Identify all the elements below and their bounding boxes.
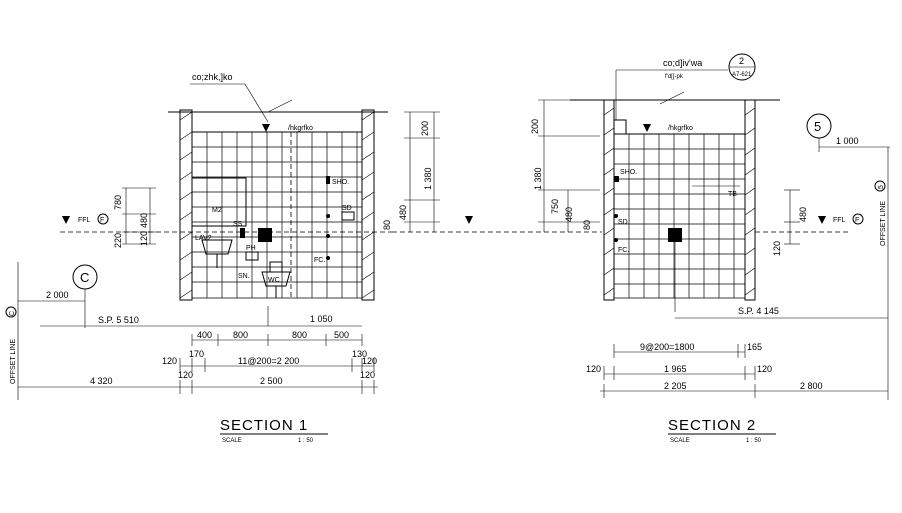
- offset-tag-1: C: [9, 311, 16, 316]
- right-wall: [361, 109, 375, 301]
- label-sn: SN.: [238, 273, 250, 280]
- label-lav2: LAV2: [195, 235, 212, 242]
- left-wall-2: [603, 99, 615, 301]
- label-ss: SS: [233, 221, 243, 228]
- label-sd-2: SD.: [618, 219, 630, 226]
- dim-sp-1: S.P. 5 510: [98, 315, 139, 325]
- dim-2500: 2 500: [260, 376, 283, 386]
- dim-130: 130: [352, 349, 367, 359]
- dim-mid-80: 80: [382, 220, 392, 230]
- callout-top-2: co;d]iv'wa: [663, 58, 702, 68]
- scale-value-1: 1 : 50: [298, 438, 314, 444]
- dim-170: 170: [189, 349, 204, 359]
- dim2-200: 200: [530, 119, 540, 134]
- ffl-label-1: FFL: [78, 217, 91, 224]
- right-wall-2: [744, 99, 756, 301]
- mirror: [191, 177, 247, 227]
- dim2-r120: 120: [772, 241, 782, 256]
- dim-1050: 1 050: [310, 314, 333, 324]
- dim-480: 480: [139, 213, 149, 228]
- scale-label-2: SCALE: [670, 438, 690, 444]
- dim-sp-2: S.P. 4 145: [738, 306, 779, 316]
- wall-hatch: [179, 111, 375, 299]
- label-wc: WC: [268, 277, 280, 284]
- ceiling-label-2: /hkgrfko: [668, 125, 693, 132]
- dim-120b: 120: [362, 356, 377, 366]
- offset-tag-2: 5: [878, 185, 885, 189]
- dim-780: 780: [113, 195, 123, 210]
- dim2-750: 750: [550, 199, 560, 214]
- label-sho-2: SHO.: [620, 169, 637, 176]
- dim-120c: 120: [178, 370, 193, 380]
- label-fc-2: FC.: [618, 247, 629, 254]
- dim-4320: 4 320: [90, 376, 113, 386]
- dim-800b: 800: [292, 330, 307, 340]
- dim-1965: 1 965: [664, 364, 687, 374]
- label-m2: M2: [212, 207, 222, 214]
- dim-2000: 2 000: [46, 290, 69, 300]
- ffl-label-2: FFL: [833, 217, 846, 224]
- dim-500: 500: [334, 330, 349, 340]
- dim-165: 165: [747, 342, 762, 352]
- label-fc: FC.: [314, 257, 325, 264]
- tile-grid-2: [613, 134, 745, 299]
- dim-2205: 2 205: [664, 381, 687, 391]
- section-2: /hkgrfko co;d]iv'wa f'd[[-pk 2 A7-621 SH…: [530, 53, 890, 444]
- label-ph: PH: [246, 245, 256, 252]
- offset-line-1: OFFSET LINE: [10, 339, 17, 384]
- callout-sub-2: f'd[[-pk: [665, 74, 684, 80]
- callout-num-2: 2: [739, 56, 744, 66]
- dim-mid-200: 200: [420, 121, 430, 136]
- dim-400: 400: [197, 330, 212, 340]
- label-sho: SHO.: [332, 179, 349, 186]
- ffl-tag-2: F: [855, 217, 859, 224]
- dim-2800: 2 800: [800, 381, 823, 391]
- offset-line-2: OFFSET LINE: [880, 201, 887, 246]
- dim2-120a: 120: [586, 364, 601, 374]
- mid-dims: 200 1 380 480 80: [382, 111, 602, 233]
- section-1-title: SECTION 1: [220, 417, 308, 434]
- floor-drain-box: [258, 228, 272, 242]
- label-sd: SD: [342, 205, 352, 212]
- dim2-1380: 1 380: [533, 167, 543, 190]
- dim2-r480: 480: [798, 207, 808, 222]
- dim-mid-480: 480: [398, 205, 408, 220]
- label-tb: TB: [728, 191, 737, 198]
- dim-11at200: 11@200=2 200: [238, 356, 299, 366]
- dim2-80: 80: [582, 220, 592, 230]
- dim-120d: 120: [360, 370, 375, 380]
- section-1: M2 /hkgrfko co;zhk,]ko SHO. SD FC. LAV2 …: [5, 72, 392, 444]
- dim-120: 120: [139, 231, 149, 246]
- callout-ref-2: A7-621: [732, 72, 752, 78]
- scale-value-2: 1 : 50: [746, 438, 762, 444]
- ffl-tag-1: F: [100, 217, 104, 224]
- grid-tag-5: 5: [814, 119, 821, 134]
- ceiling-label-1: /hkgrfko: [288, 125, 313, 132]
- dim-220: 220: [113, 233, 123, 248]
- dim-120a: 120: [162, 356, 177, 366]
- dim-800a: 800: [233, 330, 248, 340]
- dim2-120b: 120: [757, 364, 772, 374]
- section-2-title: SECTION 2: [668, 417, 756, 434]
- floor-drain-box-2: [668, 228, 682, 242]
- callout-top-1: co;zhk,]ko: [192, 72, 233, 82]
- dim-mid-1380: 1 380: [423, 167, 433, 190]
- dim2-480: 480: [564, 207, 574, 222]
- tile-grid-1: [191, 132, 362, 299]
- grid-tag-c: C: [80, 270, 89, 285]
- dim-1000: 1 000: [836, 136, 859, 146]
- scale-label-1: SCALE: [222, 438, 242, 444]
- dim-9at200: 9@200=1800: [640, 342, 694, 352]
